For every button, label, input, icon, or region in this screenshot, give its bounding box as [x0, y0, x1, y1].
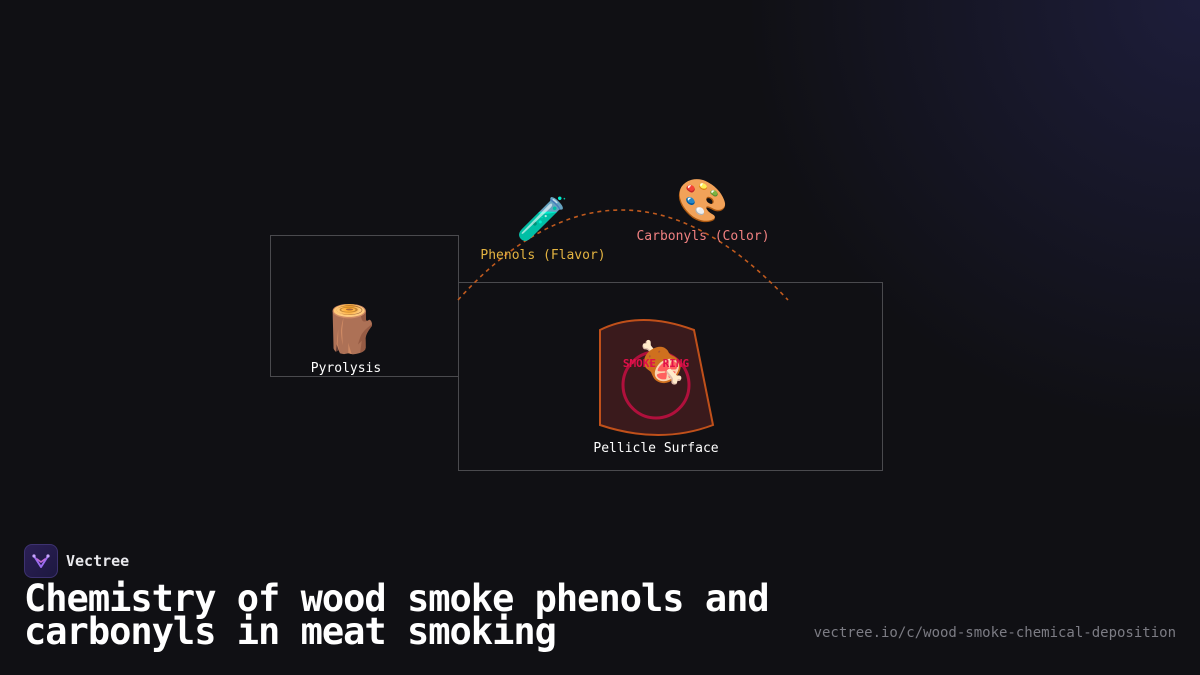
smoke-arc [457, 209, 789, 301]
pyrolysis-label: Pyrolysis [310, 361, 382, 376]
meat-shield [599, 319, 715, 436]
brand[interactable]: Vectree [24, 544, 129, 578]
source-url[interactable]: vectree.io/c/wood-smoke-chemical-deposit… [813, 625, 1176, 641]
test-tube-icon: 🧪 [516, 194, 569, 243]
carbonyls-label: Carbonyls (Color) [636, 229, 770, 244]
pellicle-frame [458, 282, 883, 471]
smoke-ring-badge: SMOKE RING [622, 357, 690, 370]
meat-icon: 🍖 [637, 340, 687, 386]
page-title: Chemistry of wood smoke phenols and carb… [24, 577, 770, 653]
brand-name: Vectree [66, 552, 130, 570]
vectree-logo-icon [24, 544, 58, 578]
phenols-label: Phenols (Flavor) [480, 248, 606, 263]
smoke-ring-circle [621, 350, 691, 420]
wood-log-icon: 🪵 [322, 302, 380, 356]
palette-icon: 🎨 [676, 176, 729, 225]
pellicle-label: Pellicle Surface [593, 441, 719, 456]
